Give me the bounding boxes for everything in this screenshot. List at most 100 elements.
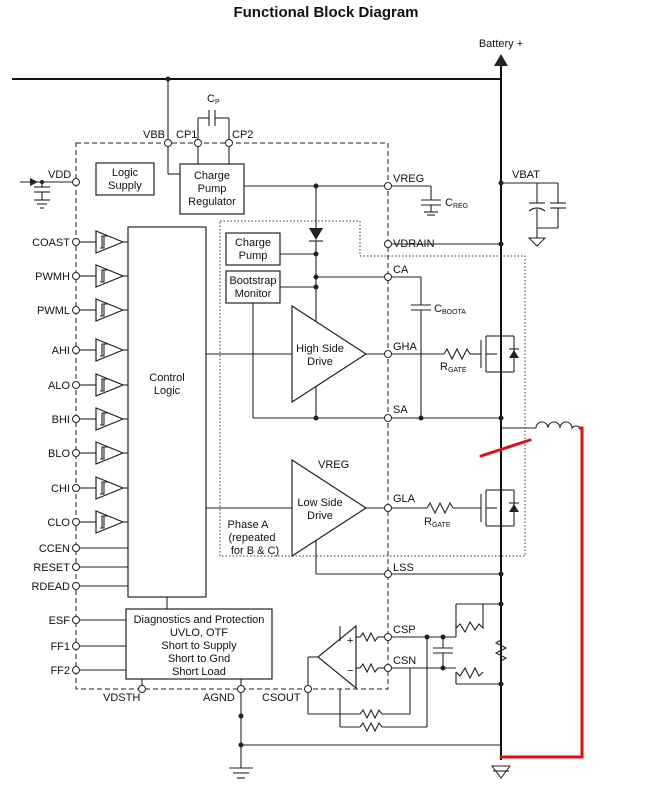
diode-icon bbox=[309, 228, 323, 240]
csn-pin bbox=[384, 664, 392, 672]
schmitt-buffer-icon bbox=[95, 230, 125, 254]
svg-text:Short Load: Short Load bbox=[172, 666, 226, 678]
phase-note-line2: (repeated bbox=[228, 532, 275, 544]
sense-resistor-bottom bbox=[455, 666, 484, 680]
pin-coast bbox=[72, 238, 80, 246]
csp-pin bbox=[384, 633, 392, 641]
schmitt-buffer-icon bbox=[95, 510, 125, 534]
cp1-pin bbox=[194, 139, 202, 147]
charge-pump-regulator-block bbox=[179, 163, 245, 215]
high-side-mosfet bbox=[480, 335, 519, 380]
sa-pin bbox=[384, 414, 392, 422]
agnd-pin bbox=[237, 685, 245, 693]
gla-label: GLA bbox=[393, 493, 416, 505]
pin-label-rdead: RDEAD bbox=[31, 581, 70, 593]
schmitt-buffer-icon bbox=[95, 407, 125, 431]
rgate-low-resistor bbox=[426, 501, 454, 515]
vreg2-label: VREG bbox=[318, 459, 349, 471]
chassis-ground-icon bbox=[527, 237, 547, 247]
pin-ff2 bbox=[72, 666, 80, 674]
pin-ff1 bbox=[72, 642, 80, 650]
pin-clo bbox=[72, 518, 80, 526]
svg-text:UVLO, OTF: UVLO, OTF bbox=[170, 627, 228, 639]
svg-text:Diagnostics and Protection: Diagnostics and Protection bbox=[134, 614, 265, 626]
agnd-label: AGND bbox=[203, 692, 235, 704]
red-annotation-return-path bbox=[499, 426, 584, 759]
ic-boundary bbox=[75, 142, 389, 690]
gha-pin bbox=[384, 350, 392, 358]
logic-supply-block bbox=[95, 162, 155, 196]
phase-a-boundary bbox=[219, 220, 526, 557]
vbb-pin bbox=[164, 139, 172, 147]
vreg-label: VREG bbox=[393, 173, 424, 185]
svg-text:Regulator: Regulator bbox=[188, 196, 236, 208]
pin-pwmh bbox=[72, 272, 80, 280]
pin-label-pwml: PWML bbox=[37, 305, 70, 317]
diagram-title: Functional Block Diagram bbox=[233, 4, 418, 21]
pin-chi bbox=[72, 484, 80, 492]
pin-label-chi: CHI bbox=[51, 483, 70, 495]
rgate-low-label: RGATE bbox=[424, 516, 451, 529]
rgate-high-resistor bbox=[443, 347, 471, 361]
pin-ahi bbox=[72, 346, 80, 354]
vdrain-pin bbox=[384, 240, 392, 248]
svg-text:Logic: Logic bbox=[112, 167, 139, 179]
sa-label: SA bbox=[393, 404, 408, 416]
schmitt-buffer-icon bbox=[95, 264, 125, 288]
pin-blo bbox=[72, 449, 80, 457]
power-ground-icon bbox=[491, 765, 511, 779]
pin-reset bbox=[72, 563, 80, 571]
ca-pin bbox=[384, 273, 392, 281]
cp2-pin bbox=[225, 139, 233, 147]
pin-esf bbox=[72, 616, 80, 624]
motor-phase-inductor bbox=[535, 421, 581, 430]
pin-label-alo: ALO bbox=[48, 380, 70, 392]
schmitt-buffer-icon bbox=[95, 476, 125, 500]
svg-text:Monitor: Monitor bbox=[235, 288, 272, 300]
low-side-mosfet bbox=[480, 489, 519, 527]
vdd-pin bbox=[72, 178, 80, 186]
svg-text:High Side: High Side bbox=[296, 343, 344, 355]
svg-text:Low Side: Low Side bbox=[297, 497, 342, 509]
pin-label-coast: COAST bbox=[32, 237, 70, 249]
svg-text:Short to Gnd: Short to Gnd bbox=[168, 653, 230, 665]
vreg-pin bbox=[384, 182, 392, 190]
svg-text:Logic: Logic bbox=[154, 385, 181, 397]
pin-label-blo: BLO bbox=[48, 448, 70, 460]
schmitt-buffer-icon bbox=[95, 338, 125, 362]
vdsth-pin bbox=[138, 685, 146, 693]
svg-text:Drive: Drive bbox=[307, 356, 333, 368]
schmitt-buffer-icon bbox=[95, 441, 125, 465]
sense-amplifier bbox=[317, 624, 357, 690]
svg-text:Bootstrap: Bootstrap bbox=[229, 275, 276, 287]
svg-text:Supply: Supply bbox=[108, 180, 142, 192]
svg-text:Charge: Charge bbox=[194, 170, 230, 182]
vbb-label: VBB bbox=[143, 129, 165, 141]
ca-label: CA bbox=[393, 264, 409, 276]
shunt-resistor bbox=[494, 639, 508, 662]
pin-label-clo: CLO bbox=[47, 517, 70, 529]
pin-pwml bbox=[72, 306, 80, 314]
csout-pin bbox=[304, 685, 312, 693]
diagnostics-block bbox=[125, 608, 273, 680]
pin-label-bhi: BHI bbox=[52, 414, 70, 426]
cp2-label: CP2 bbox=[232, 129, 253, 141]
pin-alo bbox=[72, 381, 80, 389]
pin-bhi bbox=[72, 415, 80, 423]
csp-label: CSP bbox=[393, 624, 416, 636]
feedback-resistor bbox=[359, 708, 383, 720]
pin-label-reset: RESET bbox=[33, 562, 70, 574]
pin-label-ccen: CCEN bbox=[39, 543, 70, 555]
pin-label-ahi: AHI bbox=[52, 345, 70, 357]
gha-label: GHA bbox=[393, 341, 418, 353]
gain-resistor bbox=[359, 721, 383, 733]
pin-rdead bbox=[72, 582, 80, 590]
vbat-label: VBAT bbox=[512, 169, 540, 181]
phase-note-line1: Phase A bbox=[228, 519, 270, 531]
svg-text:−: − bbox=[347, 665, 353, 677]
cboota-label: CBOOTA bbox=[434, 303, 466, 316]
pin-label-ff1: FF1 bbox=[50, 641, 70, 653]
schmitt-buffer-icon bbox=[95, 373, 125, 397]
svg-text:Drive: Drive bbox=[307, 510, 333, 522]
